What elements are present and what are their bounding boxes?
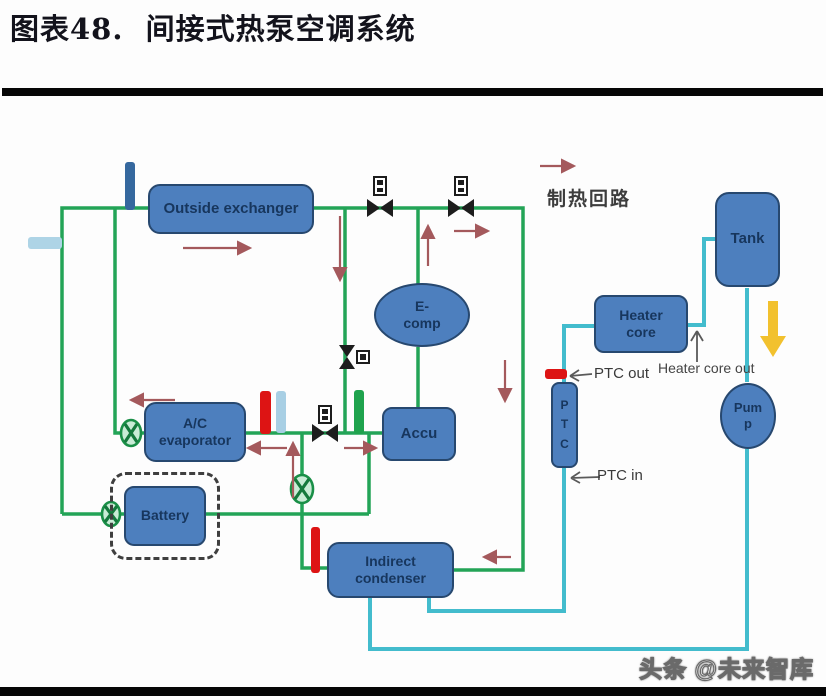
battery-label: Battery (140, 507, 190, 524)
valve-icon-4 (339, 345, 370, 369)
light-blue-inlet-bar (28, 237, 62, 249)
green-bar-accu (354, 390, 364, 434)
accu-label: Accu (400, 424, 438, 442)
heater-core-out-label: Heater core out (658, 360, 755, 376)
pipe-tank-to-heater-core (688, 237, 718, 327)
pump-label-line2: p (744, 416, 752, 431)
hot-bar-ptc-out (545, 369, 567, 379)
pump-label-line1: Pum (733, 399, 763, 415)
tank-label: Tank (730, 230, 765, 248)
pipe-heater-core-to-ptc (562, 324, 594, 382)
valve-icon-1 (367, 176, 393, 217)
heater-core-out-arrow (690, 330, 704, 362)
node-tank: Tank (715, 192, 780, 287)
valve-icon-3 (312, 405, 338, 442)
ptc-in-label: PTC in (597, 467, 643, 484)
indirect-condenser-label-line1: Indirect (365, 552, 416, 569)
coolant-pipes (368, 237, 749, 651)
pipe-main-loop (60, 206, 525, 572)
pump-icon-chiller (289, 473, 315, 505)
node-pump: Pum p (720, 383, 776, 449)
title-divider (2, 88, 823, 96)
bottom-bar (0, 687, 826, 696)
heater-core-label-line2: core (626, 324, 656, 340)
ptc-label-p: P (560, 398, 569, 413)
node-heater-core: Heater core (594, 295, 688, 353)
node-outside-exchanger: Outside exchanger (148, 184, 314, 234)
e-comp-label-line2: comp (403, 315, 441, 331)
figure-title: 图表48. 间接式热泵空调系统 (10, 12, 416, 46)
status-bars (28, 162, 567, 573)
pump-icon-evaporator (119, 418, 143, 448)
pipe-pump-to-condenser (368, 449, 749, 651)
node-battery: Battery (124, 486, 206, 546)
indirect-condenser-label-line2: condenser (355, 570, 426, 586)
valve-icon-2 (448, 176, 474, 217)
yellow-down-arrow (760, 301, 786, 357)
e-comp-label-line1: E- (415, 297, 429, 314)
ac-evaporator-label-line1: A/C (182, 414, 208, 431)
ptc-in-arrow (570, 471, 601, 484)
node-accu: Accu (382, 407, 456, 461)
dark-blue-bar (125, 162, 135, 210)
cold-bar-evaporator (276, 391, 286, 433)
ptc-label-t: T (560, 417, 569, 432)
node-ptc: P T C (551, 382, 578, 468)
battery-dashed-boundary (110, 472, 220, 560)
flow-arrows (128, 158, 577, 565)
node-indirect-condenser: Indirect condenser (327, 542, 454, 598)
hot-bar-condenser (311, 527, 320, 573)
node-e-comp: E- comp (374, 283, 470, 347)
heating-loop-label: 制热回路 (547, 189, 632, 210)
heater-core-label-line1: Heater (619, 306, 663, 323)
hot-bar-evaporator (260, 391, 271, 434)
ptc-out-label: PTC out (594, 365, 650, 382)
ptc-label-c: C (560, 436, 569, 451)
ac-evaporator-label-line2: evaporator (158, 432, 232, 448)
watermark: 头条 @未来智库 (639, 655, 814, 682)
outside-exchanger-label: Outside exchanger (163, 199, 299, 217)
pipe-ptc-to-condenser (427, 468, 566, 613)
node-ac-evaporator: A/C evaporator (144, 402, 246, 462)
ptc-out-arrow (569, 369, 593, 382)
